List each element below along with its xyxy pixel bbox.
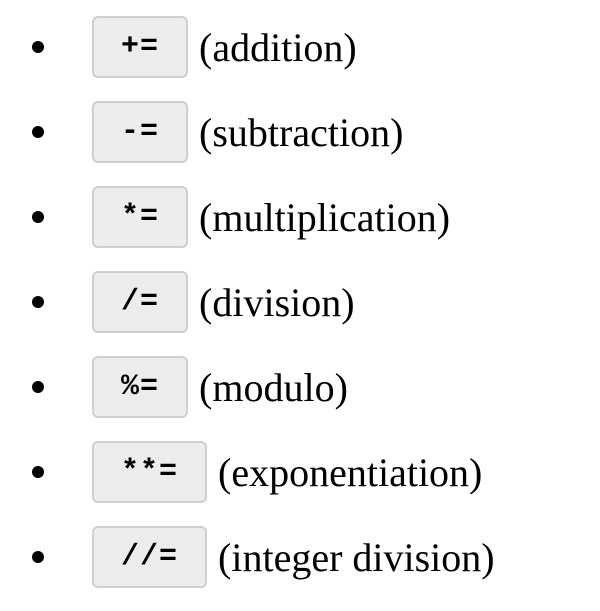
operator-description: (subtraction) — [199, 109, 404, 155]
operator-list: +=(addition) -=(subtraction) *=(multipli… — [0, 16, 495, 611]
operator-code: -= — [92, 101, 189, 163]
bullet-icon — [32, 551, 44, 563]
operator-code: *= — [92, 186, 189, 248]
list-item: %=(modulo) — [0, 356, 495, 418]
operator-code: //= — [92, 526, 208, 588]
list-item: **=(exponentiation) — [0, 441, 495, 503]
operator-description: (division) — [199, 279, 355, 325]
bullet-icon — [32, 381, 44, 393]
operator-code: %= — [92, 356, 189, 418]
operator-description: (exponentiation) — [218, 449, 483, 495]
operator-code: /= — [92, 271, 189, 333]
bullet-icon — [32, 41, 44, 53]
operator-description: (multiplication) — [199, 194, 451, 240]
operator-code: **= — [92, 441, 208, 503]
list-item: //=(integer division) — [0, 526, 495, 588]
bullet-icon — [32, 466, 44, 478]
bullet-icon — [32, 126, 44, 138]
list-item: *=(multiplication) — [0, 186, 495, 248]
bullet-icon — [32, 211, 44, 223]
list-item: /=(division) — [0, 271, 495, 333]
list-item: +=(addition) — [0, 16, 495, 78]
operator-description: (addition) — [199, 24, 357, 70]
bullet-icon — [32, 296, 44, 308]
operator-description: (integer division) — [218, 534, 495, 580]
list-item: -=(subtraction) — [0, 101, 495, 163]
operator-code: += — [92, 16, 189, 78]
operator-description: (modulo) — [199, 364, 348, 410]
